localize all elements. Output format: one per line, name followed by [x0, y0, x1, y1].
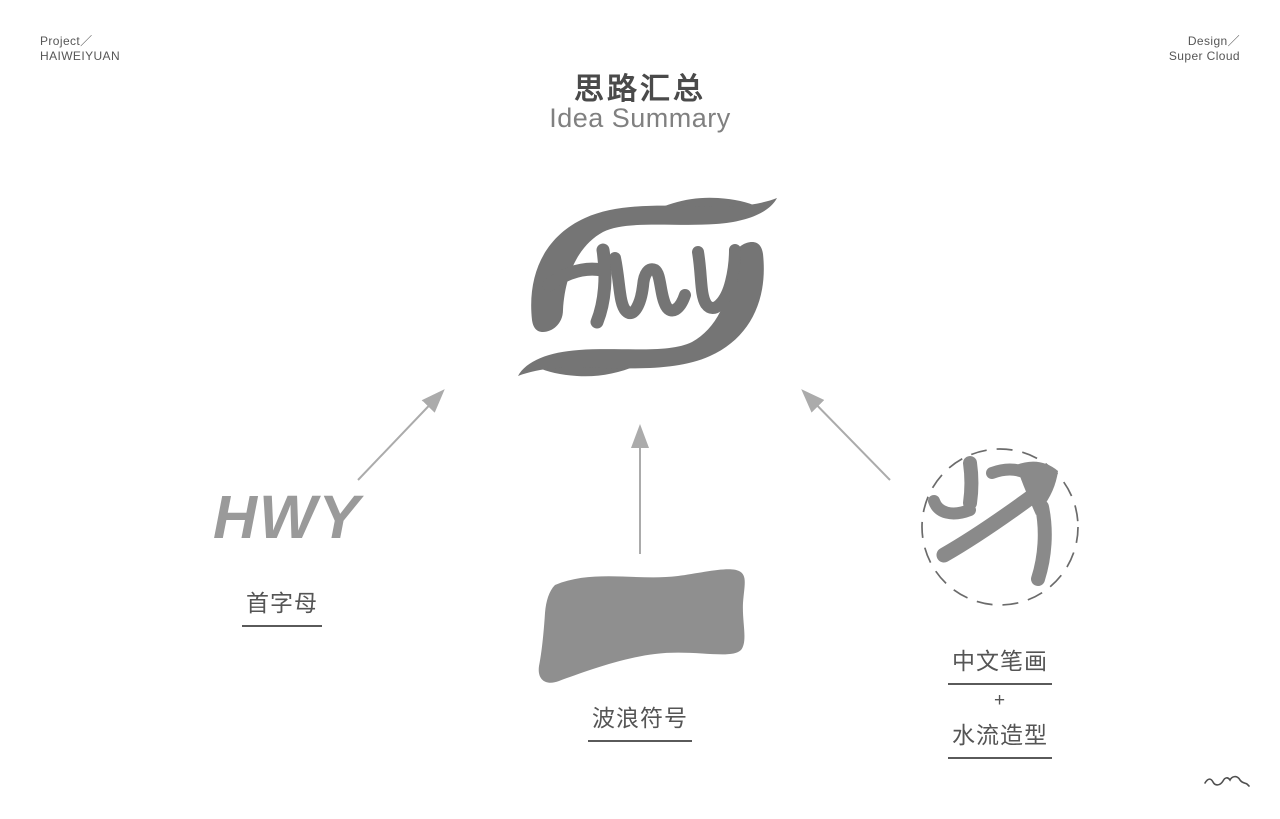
dashed-circle: [921, 448, 1079, 606]
hwy-wave-logo: [518, 197, 777, 377]
page-subtitle: Idea Summary: [549, 103, 731, 133]
wave-label-text: 波浪符号: [588, 699, 692, 742]
arrow-wave-to-logo-icon: [631, 424, 649, 554]
project-label: Project／: [40, 34, 93, 48]
logo-letters: [542, 243, 741, 329]
strokes-label-line2: 水流造型: [935, 716, 1065, 759]
logo-swoosh-icon: [531, 198, 777, 332]
project-name: HAIWEIYUAN: [40, 49, 121, 63]
page-title: 思路汇总: [574, 73, 706, 106]
corner-wave-squiggle-icon: [1204, 775, 1250, 787]
wave-flag-shape-icon: [538, 569, 745, 683]
strokes-label-line1: 中文笔画: [935, 642, 1065, 685]
stroke-circle-icon: [921, 448, 1079, 606]
strokes-label-line2-text: 水流造型: [948, 716, 1052, 759]
strokes-label-group: 中文笔画 + 水流造型: [935, 642, 1065, 759]
design-credit: Design／ Super Cloud: [1169, 34, 1240, 64]
plus-sign: +: [993, 690, 1007, 711]
strokes-label-line1-text: 中文笔画: [948, 642, 1052, 685]
project-credit: Project／ HAIWEIYUAN: [40, 34, 120, 64]
arrow-initials-to-logo-icon: [357, 389, 445, 481]
wave-label: 波浪符号: [580, 699, 700, 742]
arrow-strokes-to-logo-icon: [801, 389, 891, 481]
design-label: Design／: [1187, 34, 1240, 48]
initials-label-text: 首字母: [242, 584, 322, 627]
designer-name: Super Cloud: [1168, 49, 1240, 63]
initials-graphic: HWY: [213, 483, 362, 551]
initials-label: 首字母: [222, 584, 342, 627]
